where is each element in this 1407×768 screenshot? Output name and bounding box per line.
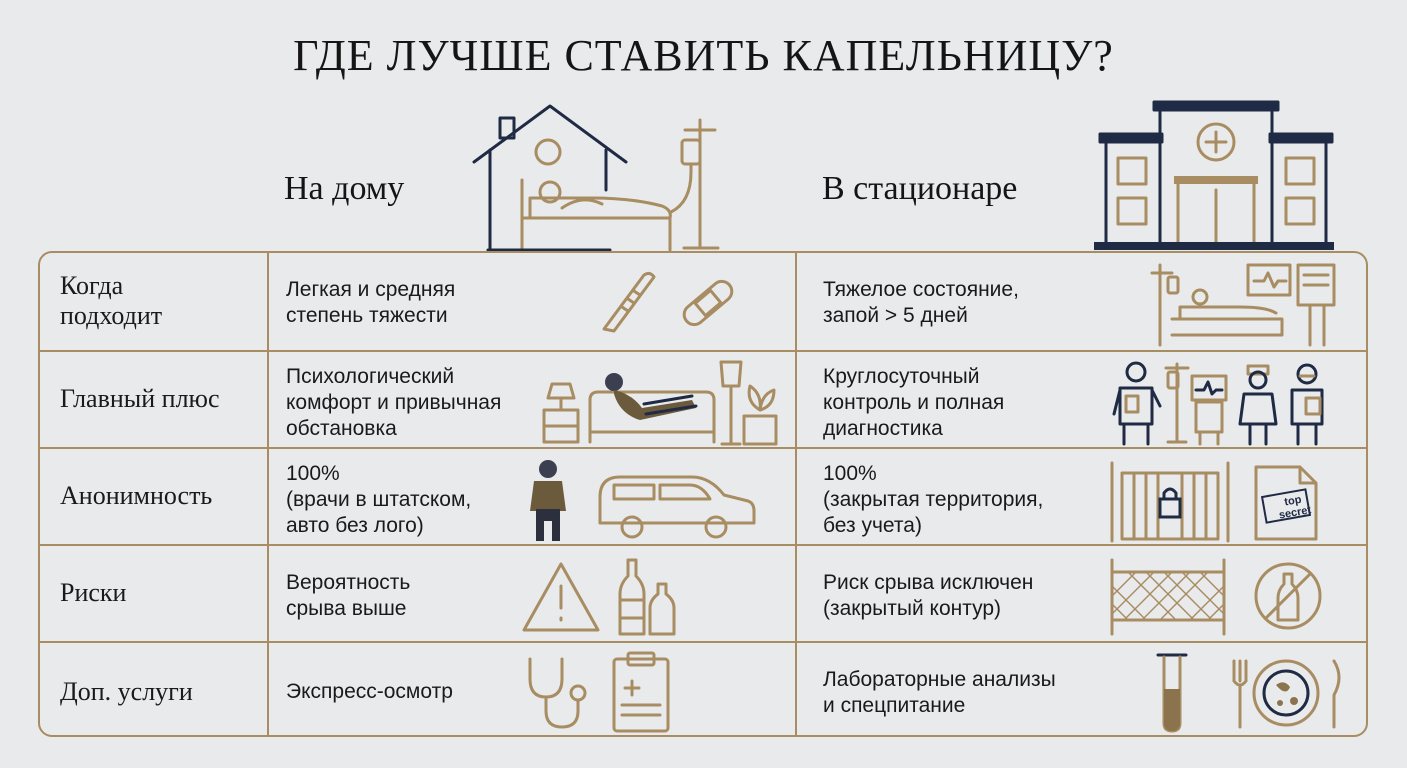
stethoscope-icon [528,657,587,729]
locked-gate-icon [1110,461,1230,543]
hospital-cell: Круглосуточный контроль и полная диагнос… [823,365,1005,440]
comparison-table: Когда подходит Легкая и средняя степень … [38,251,1368,737]
hospital-cell: Лабораторные анализы и спецпитание [823,668,1056,717]
nurse-icon [1238,364,1278,446]
table-row: Когда подходит Легкая и средняя степень … [40,253,1366,350]
column-header-hospital: В стационаре [822,170,1018,207]
clipboard-icon [612,651,670,733]
column-divider [795,546,797,641]
hospital-bed-monitor-icon [1150,263,1336,347]
bottles-icon [618,558,676,636]
home-cell: Экспресс-осмотр [286,680,453,703]
bandage-icon [682,279,734,327]
iv-stand-icon [1164,362,1190,444]
column-divider [267,546,269,641]
test-tube-icon [1156,653,1188,733]
warning-icon [522,562,600,632]
home-cell: Легкая и средняя степень тяжести [286,278,456,327]
table-row: Доп. услуги Экспресс-осмотр Лабораторные… [40,641,1366,735]
top-secret-document-icon [1254,465,1318,541]
page-title: ГДЕ ЛУЧШЕ СТАВИТЬ КАПЕЛЬНИЦУ? [293,31,1114,80]
row-label: Риски [60,578,127,607]
column-divider [267,643,269,735]
hospital-cell: 100% (закрытая территория, без учета) [823,462,1044,537]
table-row: Анонимность 100% (врачи в штатском, авто… [40,447,1366,544]
column-header-home: На дому [284,170,405,207]
doctor-icon [1112,361,1162,446]
row-label: Доп. услуги [60,677,193,706]
home-cell: Психологический комфорт и привычная обст… [286,365,502,440]
monitor-icon [1190,374,1228,446]
column-divider [267,352,269,447]
lamp-icon [542,382,580,444]
thermometer-icon [602,271,656,333]
hospital-building-icon [1094,100,1334,250]
van-icon [598,475,756,539]
column-divider [795,352,797,447]
surgeon-icon [1290,363,1324,446]
meal-icon [1232,659,1341,729]
table-row: Главный плюс Психологический комфорт и п… [40,350,1366,447]
home-cell: 100% (врачи в штатском, авто без лого) [286,462,472,537]
row-label: Главный плюс [60,384,220,413]
home-cell: Вероятность срыва выше [286,571,411,620]
no-alcohol-icon [1254,562,1322,630]
column-divider [267,449,269,544]
table-row: Риски Вероятность срыва выше Риск срыва … [40,544,1366,641]
sofa-person-icon [588,373,716,444]
house-with-iv-bed-icon [472,104,720,252]
column-divider [795,643,797,735]
column-divider [795,449,797,544]
column-divider [267,253,269,350]
plant-icon [742,384,778,446]
hospital-cell: Риск срыва исключен (закрытый контур) [823,571,1034,620]
hospital-cell: Тяжелое состояние, запой > 5 дней [823,278,1019,327]
row-label: Когда подходит [60,271,163,330]
column-divider [795,253,797,350]
man-icon [530,460,566,541]
fence-icon [1110,558,1226,636]
row-label: Анонимность [60,481,213,510]
floor-lamp-icon [719,360,743,446]
